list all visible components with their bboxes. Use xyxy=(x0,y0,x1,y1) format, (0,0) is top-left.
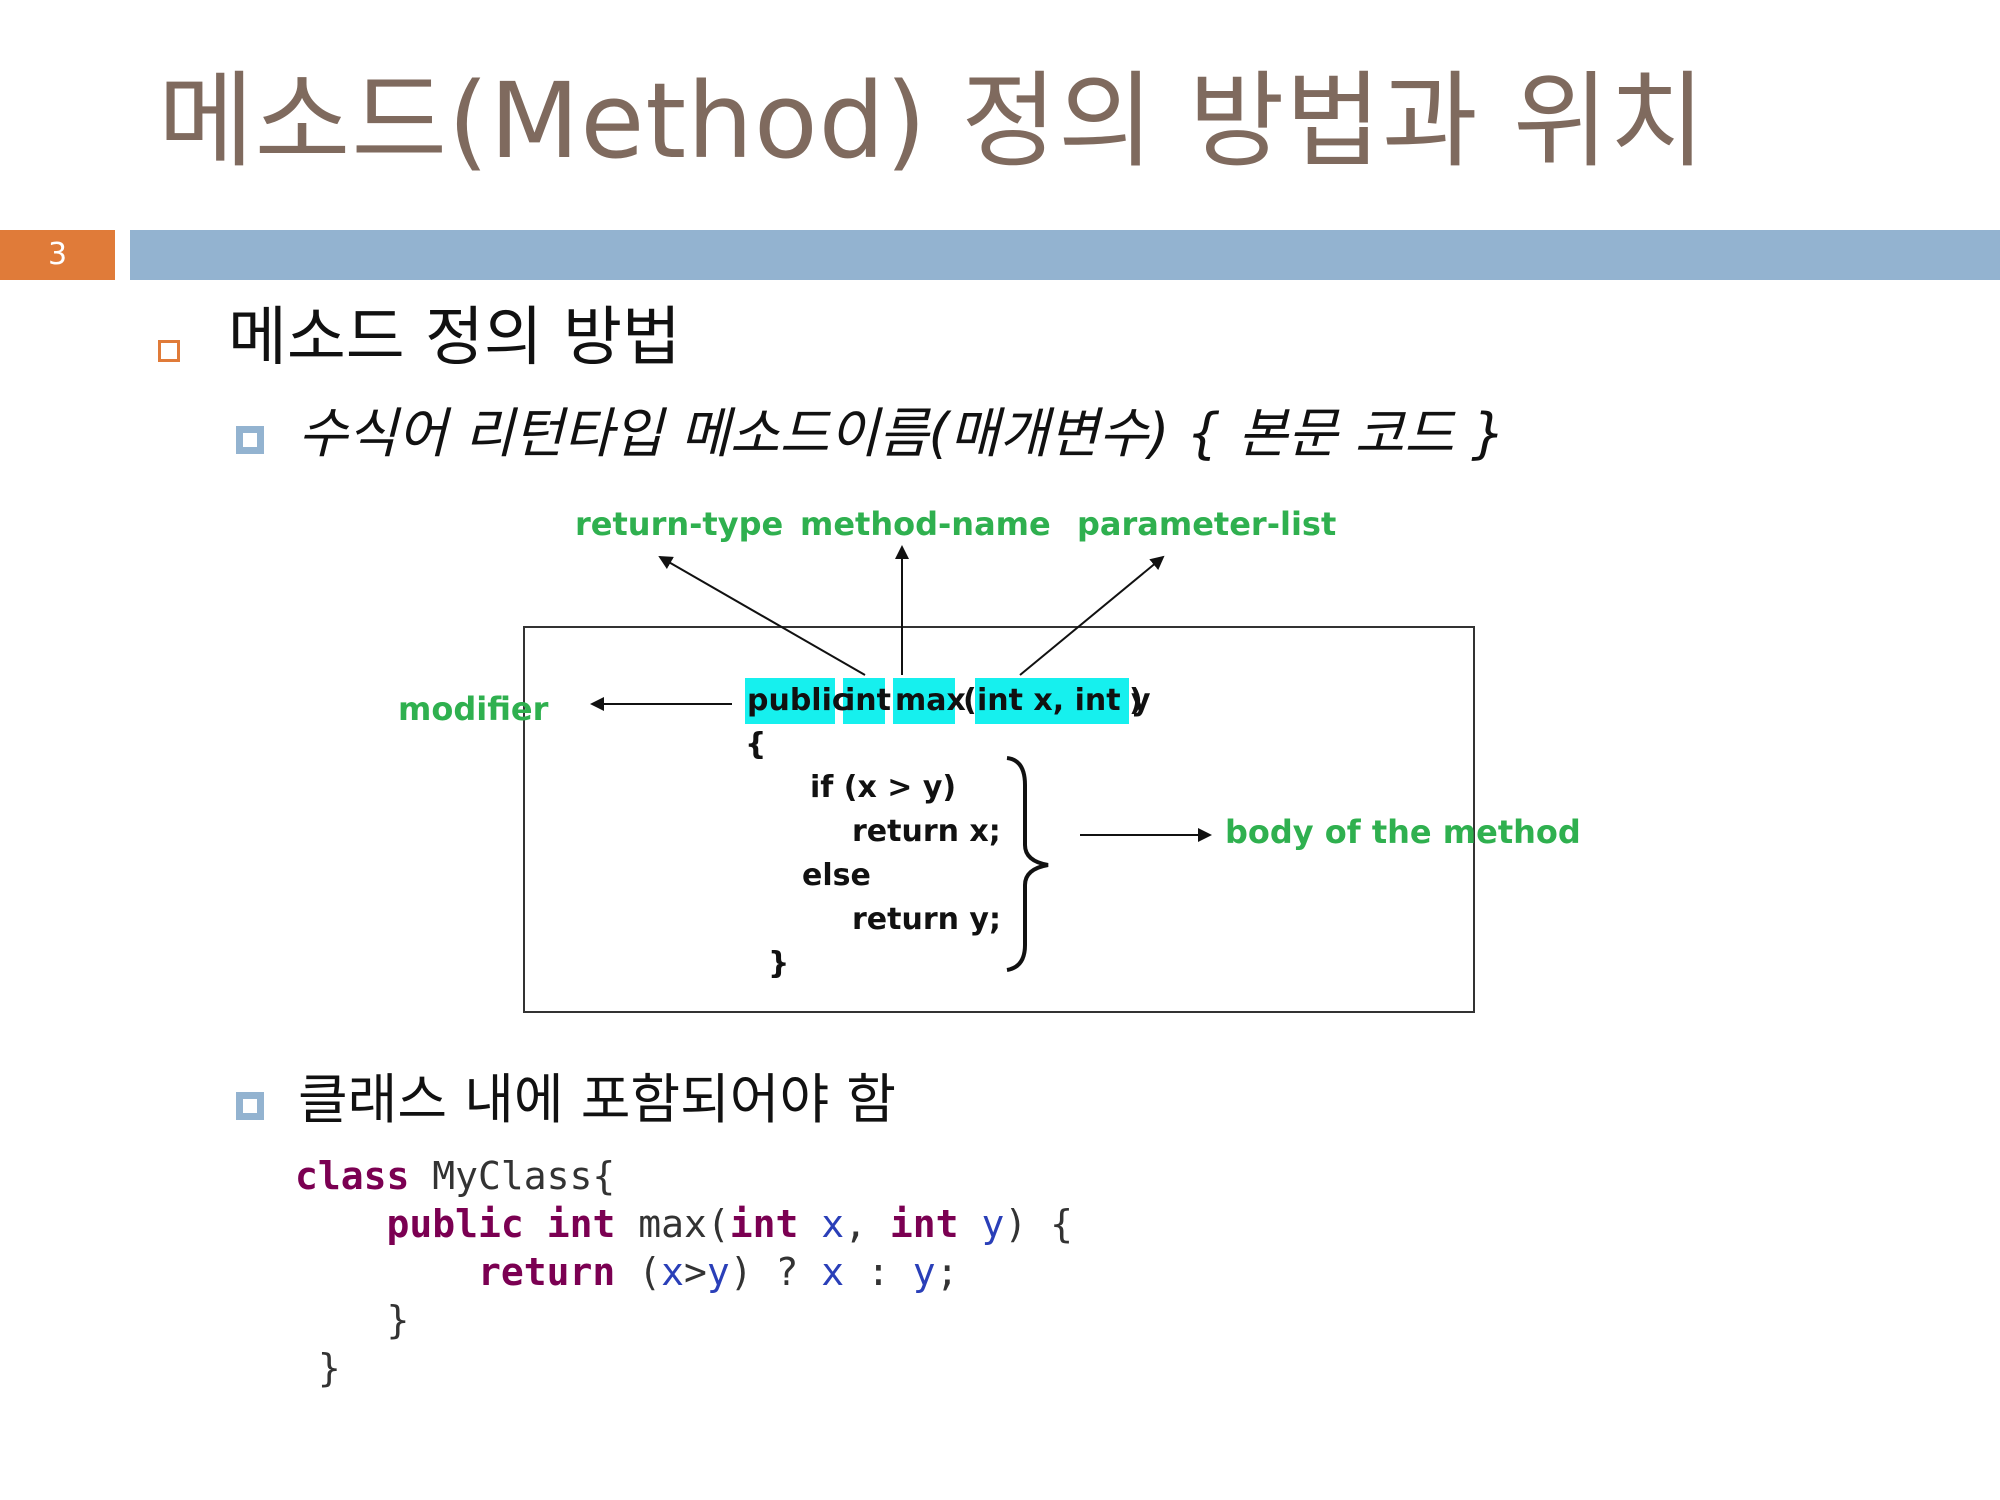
code-body-line: } xyxy=(768,946,790,981)
code-text: max( xyxy=(615,1202,730,1246)
code-keyword: class xyxy=(295,1154,410,1198)
slide-title: 메소드(Method) 정의 방법과 위치 xyxy=(158,60,1707,182)
header-divider-bar xyxy=(130,230,2000,280)
code-params-close: ) xyxy=(1129,683,1143,718)
code-text: ) { xyxy=(1004,1202,1073,1246)
code-variable: y xyxy=(981,1202,1005,1246)
code-variable: y xyxy=(706,1250,730,1294)
highlight-return-type xyxy=(843,678,885,724)
code-text: ) ? xyxy=(729,1250,822,1294)
code-body-line: return y; xyxy=(852,902,1001,937)
code-body-line: { xyxy=(745,727,767,762)
label-return-type: return-type xyxy=(575,505,784,543)
code-text xyxy=(959,1202,982,1246)
diagram-lines xyxy=(523,545,1475,1013)
body-brace xyxy=(1006,756,1049,972)
placement-text: 클래스 내에 포함되어야 함 xyxy=(298,1068,896,1131)
code-keyword: public xyxy=(386,1202,524,1246)
code-text: } xyxy=(295,1346,341,1390)
code-text: > xyxy=(683,1250,707,1294)
code-text: } xyxy=(295,1298,410,1342)
arrow-parameter-list xyxy=(1019,555,1165,676)
code-method-name: max xyxy=(895,683,966,718)
highlight-method-name xyxy=(893,678,955,724)
code-params: int x, int y xyxy=(977,683,1151,718)
highlight-modifier xyxy=(745,678,835,724)
code-body-line: if (x > y) xyxy=(810,770,957,805)
code-variable: x xyxy=(821,1202,845,1246)
code-variable: x xyxy=(821,1250,845,1294)
code-line: public int max(int x, int y) { xyxy=(295,1200,1073,1248)
code-text: ; xyxy=(935,1250,959,1294)
code-line: class MyClass{ xyxy=(295,1152,1073,1200)
code-keyword: int xyxy=(546,1202,616,1246)
code-text: MyClass{ xyxy=(409,1154,616,1198)
square-bullet-icon xyxy=(236,426,264,454)
code-text xyxy=(798,1202,821,1246)
code-line: return (x>y) ? x : y; xyxy=(295,1248,1073,1296)
code-text xyxy=(295,1202,387,1246)
highlight-parameters xyxy=(975,678,1129,724)
square-bullet-icon xyxy=(158,340,180,362)
square-bullet-icon xyxy=(236,1092,264,1120)
code-keyword: return xyxy=(478,1250,616,1294)
code-text xyxy=(524,1202,547,1246)
code-text: ( xyxy=(615,1250,662,1294)
code-line: } xyxy=(295,1344,1073,1392)
code-body-line: else xyxy=(802,858,871,893)
code-text: , xyxy=(844,1202,890,1246)
code-text: : xyxy=(844,1250,913,1294)
code-variable: y xyxy=(912,1250,936,1294)
heading-text: 메소드 정의 방법 xyxy=(228,301,681,375)
code-modifier: public xyxy=(747,683,850,718)
code-params-open: ( xyxy=(963,683,977,718)
code-variable: x xyxy=(661,1250,684,1294)
code-text xyxy=(295,1250,478,1294)
code-line: } xyxy=(295,1296,1073,1344)
code-keyword: int xyxy=(889,1202,959,1246)
syntax-text: 수식어 리턴타입 메소드이름(매개변수) { 본문 코드 } xyxy=(298,402,1506,465)
label-body: body of the method xyxy=(1225,813,1581,851)
arrow-return-type xyxy=(658,556,866,676)
code-body-line: return x; xyxy=(852,814,1001,849)
label-method-name: method-name xyxy=(800,505,1051,543)
label-parameter-list: parameter-list xyxy=(1077,505,1337,543)
code-return-type: int xyxy=(845,683,891,718)
label-modifier: modifier xyxy=(398,690,549,728)
slide-number: 3 xyxy=(0,230,115,280)
java-code-example: class MyClass{ public int max(int x, int… xyxy=(295,1152,1073,1392)
diagram-frame xyxy=(523,626,1475,1013)
method-anatomy-diagram: return-type method-name parameter-list m… xyxy=(380,505,1581,1035)
code-keyword: int xyxy=(729,1202,799,1246)
